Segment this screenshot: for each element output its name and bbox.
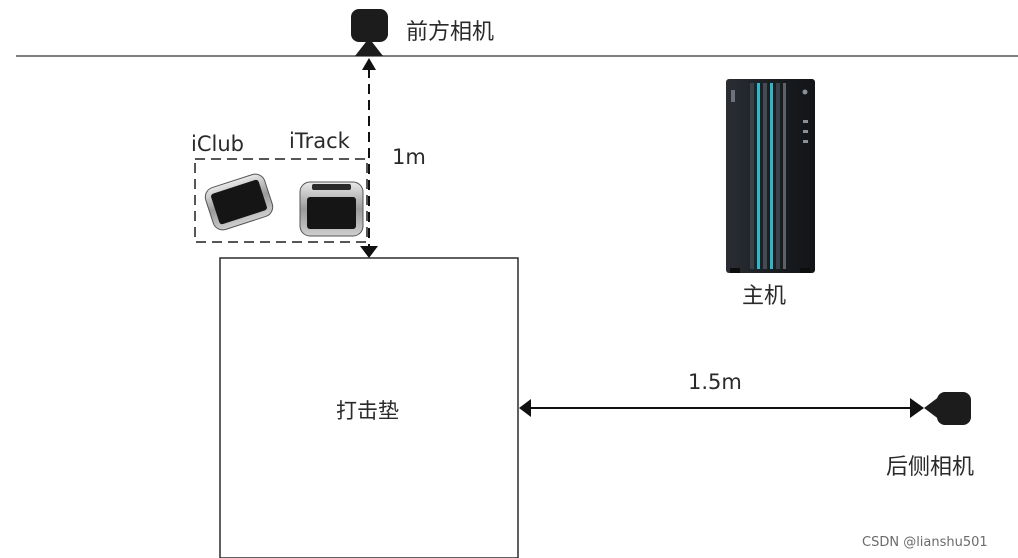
itrack-device-icon xyxy=(300,182,363,236)
rear-camera-icon xyxy=(924,392,971,425)
host-label: 主机 xyxy=(742,286,786,308)
desktop-tower-icon xyxy=(726,79,815,273)
watermark: CSDN @lianshu501 xyxy=(862,535,988,550)
iclub-label: iClub xyxy=(191,134,244,155)
front-camera-label: 前方相机 xyxy=(406,22,494,44)
front-distance-label: 1m xyxy=(392,147,426,168)
iclub-device-icon xyxy=(203,171,276,232)
rear-camera-label: 后侧相机 xyxy=(886,457,974,479)
front-camera-icon xyxy=(351,9,388,56)
itrack-label: iTrack xyxy=(289,131,350,152)
side-distance-label: 1.5m xyxy=(688,372,742,393)
hitting-mat-label: 打击垫 xyxy=(336,401,399,422)
side-distance-arrow xyxy=(519,398,924,418)
